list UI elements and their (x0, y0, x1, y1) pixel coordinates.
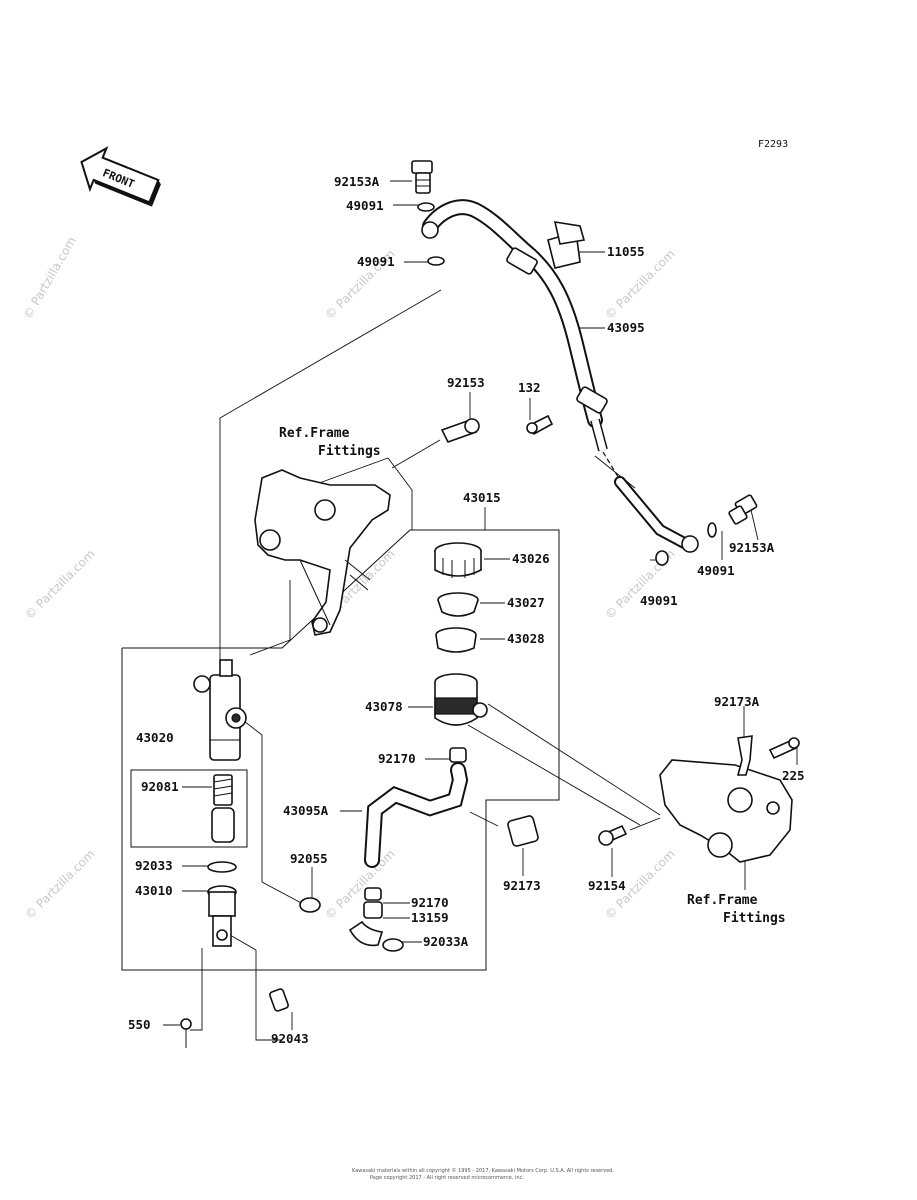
label-225: 225 (782, 768, 805, 783)
part-225-bolt (768, 737, 800, 760)
part-43078-reservoir (434, 673, 488, 726)
part-92153A-bolt-right (728, 494, 758, 525)
part-49091-washer-a (417, 202, 435, 212)
label-92033A: 92033A (423, 934, 469, 949)
part-92173A-clamp (736, 735, 753, 776)
part-49091-washer-b (427, 256, 445, 266)
label-43078: 43078 (365, 699, 403, 714)
label-550: 550 (128, 1017, 151, 1032)
label-92153A-right: 92153A (729, 540, 775, 555)
label-43095: 43095 (607, 320, 645, 335)
ref-upper-line2: Fittings (318, 444, 381, 459)
label-43015: 43015 (463, 490, 501, 505)
part-92154-bolt (598, 824, 628, 846)
label-92170-a: 92170 (378, 751, 416, 766)
label-11055: 11055 (607, 244, 645, 259)
part-11055-bracket (547, 221, 586, 269)
part-43095A-hose (364, 762, 469, 868)
part-49091-washer-d (655, 550, 669, 566)
watermark-7: © Partzilla.com (22, 847, 97, 922)
label-13159: 13159 (411, 910, 449, 925)
part-43028-diaphragm (435, 627, 477, 653)
part-92173-clamp (507, 815, 539, 847)
label-92153: 92153 (447, 375, 485, 390)
part-92153-bolt (440, 418, 480, 443)
frame-bracket-upper (254, 469, 391, 636)
label-43020: 43020 (136, 730, 174, 745)
label-92033: 92033 (135, 858, 173, 873)
ref-lower-line2: Fittings (723, 911, 786, 926)
label-43026: 43026 (512, 551, 550, 566)
part-43020-master-cylinder (193, 659, 247, 761)
subassembly-box-43020 (130, 769, 248, 848)
frame-bracket-lower (659, 759, 793, 863)
footer-copyright: Kawasaki materials within all copyright … (352, 1167, 614, 1174)
label-49091-c: 49091 (697, 563, 735, 578)
label-92154: 92154 (588, 878, 626, 893)
label-49091-b: 49091 (357, 254, 395, 269)
part-43095-brake-hose (421, 199, 699, 553)
label-92170-b: 92170 (411, 895, 449, 910)
part-92170-clamp-b (364, 887, 382, 901)
watermark-1: © Partzilla.com (20, 234, 78, 321)
part-92055-o-ring (299, 897, 321, 913)
footer-page-copyright: Page copyright 2017 - All right reserved… (370, 1175, 524, 1181)
ref-upper-line1: Ref.Frame (279, 426, 350, 441)
part-132-bolt (526, 414, 554, 436)
label-92173A: 92173A (714, 694, 760, 709)
ref-lower-line1: Ref.Frame (687, 893, 758, 908)
watermark-8: © Partzilla.com (322, 847, 397, 922)
label-92055: 92055 (290, 851, 328, 866)
label-43027: 43027 (507, 595, 545, 610)
part-92081-spring (211, 774, 235, 843)
part-13159-fitting (348, 901, 384, 947)
label-49091-d: 49091 (640, 593, 678, 608)
part-550-cotter-pin (180, 1018, 192, 1048)
part-92153A-bolt-top (411, 160, 433, 194)
label-92043: 92043 (271, 1031, 309, 1046)
part-49091-washer-c (707, 522, 717, 538)
label-92173: 92173 (503, 878, 541, 893)
label-92081: 92081 (141, 779, 179, 794)
part-92170-clamp-a (449, 747, 467, 763)
part-92033A-circlip (382, 938, 404, 952)
leader-lines (163, 180, 798, 1041)
figure-code: F2293 (758, 139, 788, 150)
part-92033-circlip (207, 861, 237, 873)
part-43010-push-rod (207, 885, 237, 947)
watermark-4: © Partzilla.com (22, 547, 97, 622)
label-43095A: 43095A (283, 803, 329, 818)
front-arrow-icon: FRONT (80, 146, 161, 207)
part-43027-plate (437, 592, 479, 617)
part-43026-cap (434, 542, 482, 578)
label-43028: 43028 (507, 631, 545, 646)
label-132: 132 (518, 380, 541, 395)
part-92043-pin (269, 988, 289, 1012)
label-92153A-top: 92153A (334, 174, 380, 189)
label-43010: 43010 (135, 883, 173, 898)
label-49091-a: 49091 (346, 198, 384, 213)
